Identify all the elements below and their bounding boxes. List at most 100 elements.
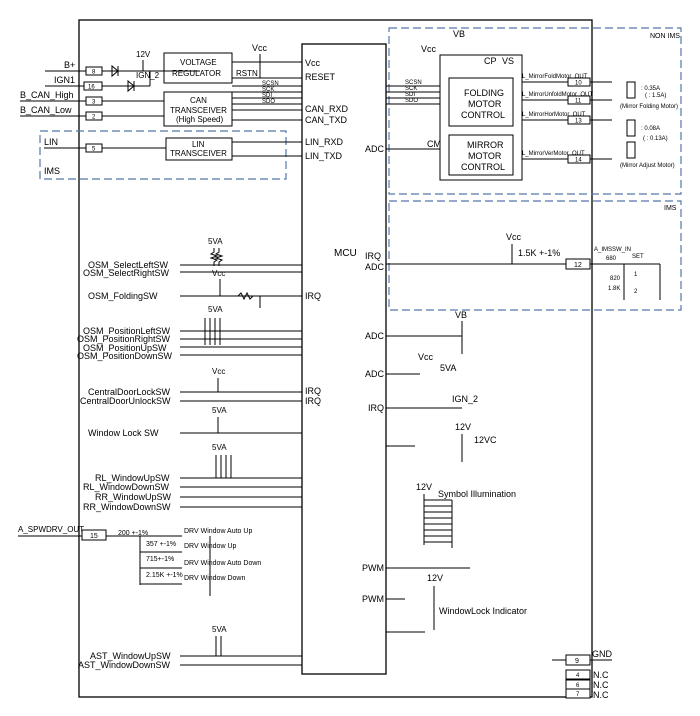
svg-text:IRQ: IRQ (305, 396, 321, 406)
svg-text:OSM_PositionUpSW: OSM_PositionUpSW (83, 343, 167, 353)
fold-motor: : 0.35A ( : 1.5A) (Mirror Folding Motor) (620, 81, 678, 110)
svg-text:2: 2 (92, 115, 96, 121)
svg-text:OSM_PositionDownSW: OSM_PositionDownSW (77, 351, 173, 361)
svg-text:RL_WindowDownSW: RL_WindowDownSW (83, 482, 170, 492)
v5va-position-label: 5VA (208, 305, 223, 314)
svg-text:10: 10 (575, 81, 582, 87)
svg-text:RR_WindowUpSW: RR_WindowUpSW (95, 492, 172, 502)
can-transceiver (163, 91, 233, 127)
svg-text:IRQ: IRQ (305, 291, 321, 301)
svg-text:CentralDoorLockSW: CentralDoorLockSW (88, 387, 171, 397)
lin-dashed-region (39, 130, 287, 180)
svg-text:12V: 12V (427, 573, 443, 583)
svg-text:RESET: RESET (305, 72, 336, 82)
svg-text:RR_WindowDownSW: RR_WindowDownSW (83, 502, 171, 512)
svg-text:2: 2 (634, 289, 638, 295)
svg-text:1: 1 (634, 272, 638, 278)
svg-text:12VC: 12VC (474, 435, 497, 445)
svg-text:SDO: SDO (262, 99, 275, 105)
mcu-left-pins: Vcc RESET CAN_RXD CAN_TXD LIN_RXD LIN_TX… (305, 58, 349, 406)
svg-text:CAN: CAN (190, 96, 207, 105)
svg-text:CAN_RXD: CAN_RXD (305, 104, 349, 114)
pin-can-high: B_CAN_High 3 (20, 90, 166, 106)
svg-text:( : 0.13A): ( : 0.13A) (643, 136, 668, 142)
pwm-1: PWM (362, 563, 384, 573)
door-switches: CentralDoorLockSW CentralDoorUnlockSW (80, 378, 302, 406)
svg-text:12V: 12V (416, 482, 432, 492)
nonims-adc: ADC (365, 144, 385, 154)
svg-text:9: 9 (575, 658, 579, 665)
vcc-folding-label: Vcc (212, 269, 225, 278)
svg-text:SDI: SDI (405, 92, 415, 98)
svg-text:SCSN: SCSN (262, 81, 279, 87)
symbol-illumination-array (423, 494, 453, 548)
can-spi-pins: SCSN SCK SDI SDO (232, 81, 302, 121)
svg-text:12V: 12V (455, 422, 471, 432)
svg-text:Vcc: Vcc (418, 352, 434, 362)
svg-text:MOTOR: MOTOR (468, 151, 502, 161)
svg-text:L_MirrorVerMotor_OUT: L_MirrorVerMotor_OUT (522, 151, 585, 157)
svg-text:OSM_PositionLeftSW: OSM_PositionLeftSW (83, 326, 171, 336)
svg-text:SCK: SCK (405, 86, 417, 92)
adc-vb: ADC (365, 331, 385, 341)
svg-text:OSM_PositionRightSW: OSM_PositionRightSW (77, 334, 171, 344)
rstn-label: RSTN (236, 69, 258, 78)
svg-text:B+: B+ (64, 60, 75, 70)
window-lock-indicator-label: WindowLock Indicator (439, 606, 527, 616)
vcc-nonims-label: Vcc (421, 44, 437, 54)
v5va-ast-label: 5VA (212, 625, 227, 634)
ecu-outline (78, 19, 593, 698)
window-switches: RL_WindowUpSW RL_WindowDownSW RR_WindowU… (83, 455, 302, 512)
svg-text:N.C: N.C (593, 690, 609, 700)
svg-text:MIRROR: MIRROR (467, 140, 504, 150)
svg-text:OSM_FoldingSW: OSM_FoldingSW (88, 291, 158, 301)
drv-window-ladder: 200 +-1% 357 +-1% 715+-1% 2.15K +-1% DRV… (118, 528, 261, 596)
svg-text:8: 8 (92, 70, 96, 76)
drv-window-input: A_SPWDRV_OUT 15 (18, 525, 140, 541)
pin-can-low: B_CAN_Low 2 (20, 105, 166, 121)
svg-text:SDI: SDI (262, 93, 272, 99)
pin-lin: LIN 5 (44, 137, 166, 153)
svg-text:680: 680 (606, 256, 617, 262)
svg-text:SET: SET (632, 254, 644, 260)
svg-text:RL_WindowUpSW: RL_WindowUpSW (95, 473, 170, 483)
svg-text:MOTOR: MOTOR (468, 99, 502, 109)
svg-text:LIN: LIN (44, 137, 58, 147)
svg-text:N.C: N.C (593, 680, 609, 690)
svg-text:CentralDoorUnlockSW: CentralDoorUnlockSW (80, 396, 171, 406)
svg-text:820: 820 (610, 276, 621, 282)
svg-text:B_CAN_Low: B_CAN_Low (20, 105, 72, 115)
ign2-label: IGN_2 (136, 71, 160, 80)
svg-text:12: 12 (574, 262, 582, 269)
diode-ign (127, 79, 135, 93)
svg-text:: 0.35A: : 0.35A (641, 86, 660, 92)
svg-text:DRV Window Down: DRV Window Down (184, 575, 245, 582)
svg-text:( : 1.5A): ( : 1.5A) (645, 93, 666, 99)
ims-region (388, 200, 682, 311)
pin-ign1: IGN1 16 (45, 75, 150, 91)
svg-text:2.15K +-1%: 2.15K +-1% (146, 572, 183, 579)
svg-text:3: 3 (92, 100, 96, 106)
svg-text:L_MirrorFoldMotor_OUT: L_MirrorFoldMotor_OUT (522, 74, 588, 80)
ast-switches: AST_WindowUpSW AST_WindowDownSW (78, 636, 302, 670)
svg-text:357 +-1%: 357 +-1% (146, 541, 176, 548)
svg-text:: 0.08A: : 0.08A (641, 126, 660, 132)
svg-text:L_MirrorUnfoldMotor_OUT: L_MirrorUnfoldMotor_OUT (522, 92, 593, 98)
ims-resistor: 1.5K +-1% (518, 248, 560, 258)
svg-text:L_MirrorHorMotor_OUT: L_MirrorHorMotor_OUT (522, 112, 586, 118)
svg-text:CAN_TXD: CAN_TXD (305, 115, 348, 125)
voltage-regulator (163, 52, 233, 84)
svg-text:14: 14 (575, 158, 582, 164)
svg-text:11: 11 (575, 99, 582, 105)
svg-text:(Mirror Adjust Motor): (Mirror Adjust Motor) (620, 163, 675, 169)
svg-text:200 +-1%: 200 +-1% (118, 530, 148, 537)
svg-text:13: 13 (575, 119, 582, 125)
folding-motor-control (448, 77, 514, 127)
mcu-block (301, 43, 387, 675)
gnd-pin: 9 GND (552, 649, 613, 666)
svg-text:VB: VB (455, 310, 467, 320)
v5va-select-label: 5VA (208, 237, 223, 246)
svg-text:5: 5 (92, 147, 96, 153)
svg-text:15: 15 (90, 533, 98, 540)
